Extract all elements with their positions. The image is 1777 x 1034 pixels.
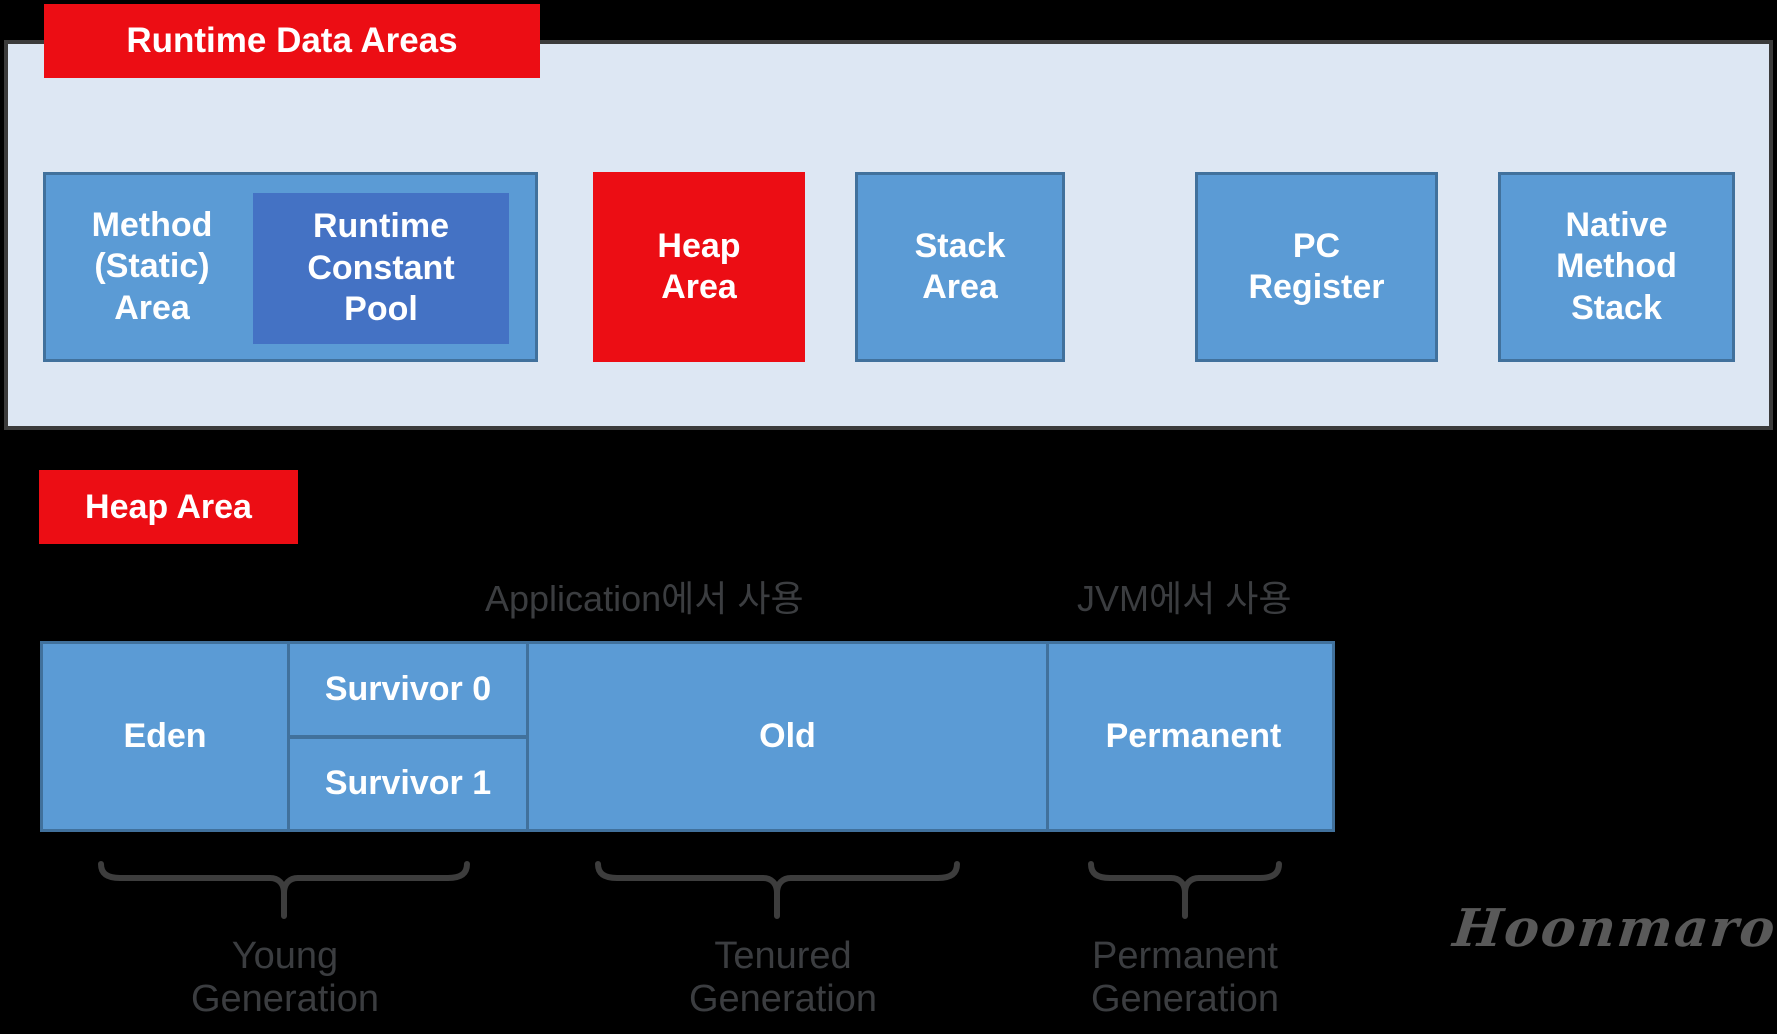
runtime-data-areas-title: Runtime Data Areas [44, 4, 540, 78]
young-generation-label: Young Generation [190, 935, 379, 1020]
permanent-generation-brace [1088, 861, 1282, 919]
stack-area-box: Stack Area [855, 172, 1065, 362]
survivor0-cell: Survivor 0 [287, 644, 526, 737]
eden-cell: Eden [123, 717, 207, 755]
heap-structure-row: Eden Survivor 0 Survivor 1 Old Permanent [40, 641, 1335, 832]
tenured-generation-brace [595, 861, 960, 919]
permanent-generation-label: Permanent Generation [1090, 935, 1279, 1020]
native-method-stack-box: Native Method Stack [1498, 172, 1735, 362]
young-generation-brace [98, 861, 470, 919]
jvm-usage-label: JVM에서 사용 [1077, 578, 1292, 619]
pc-register-box: PC Register [1195, 172, 1438, 362]
permanent-cell: Permanent [1046, 644, 1338, 829]
heap-area-section-title: Heap Area [39, 470, 298, 544]
tenured-generation-label: Tenured Generation [688, 935, 877, 1020]
method-static-area-label: Method (Static) Area [91, 205, 213, 327]
runtime-constant-pool-box: Runtime Constant Pool [253, 193, 509, 344]
survivor1-cell: Survivor 1 [287, 736, 526, 829]
application-usage-label: Application에서 사용 [485, 578, 804, 619]
hoonmaro-signature: Hoonmaro [1450, 898, 1777, 959]
old-cell: Old [526, 644, 1046, 829]
heap-area-box: Heap Area [593, 172, 805, 362]
method-static-area-box: Method (Static) Area Runtime Constant Po… [43, 172, 538, 362]
